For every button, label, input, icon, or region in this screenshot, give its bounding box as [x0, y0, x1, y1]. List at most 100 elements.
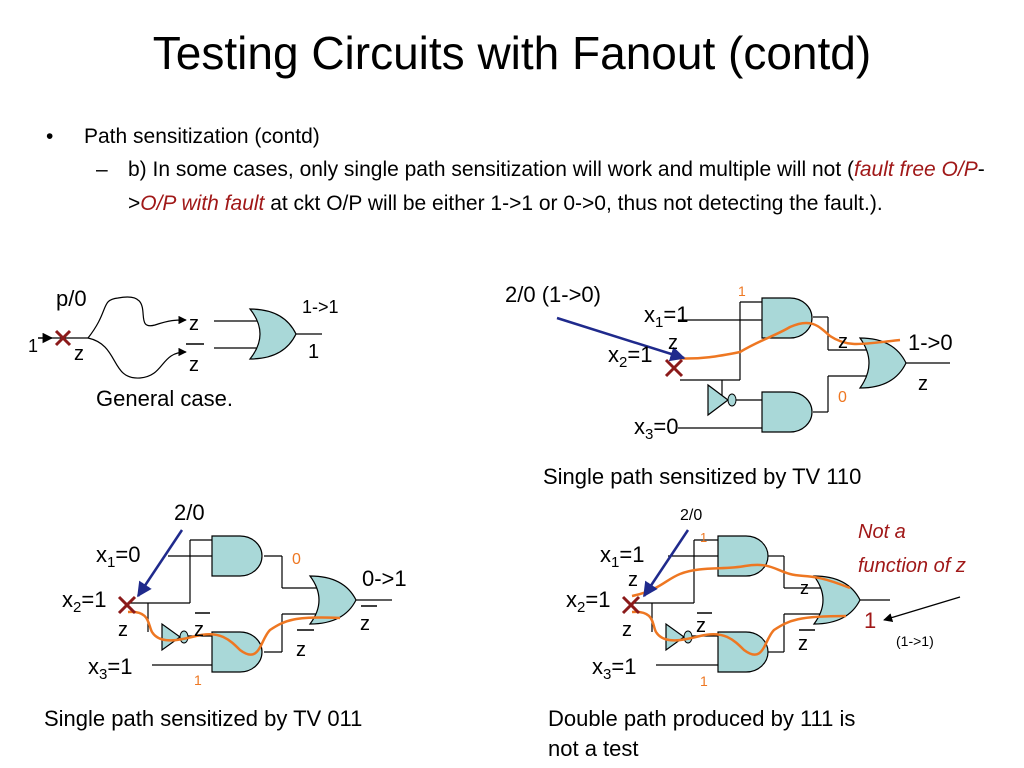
- or-gate-icon: [248, 308, 297, 360]
- tv011-x1: x: [96, 542, 107, 567]
- tv011-zbar-out: z: [360, 613, 370, 635]
- general-branch-bottom: [87, 337, 187, 379]
- tv111-z-in: z: [628, 569, 638, 591]
- fault-pointer-arrow: [136, 529, 184, 598]
- tv011-zbar-inv: z: [194, 619, 204, 641]
- and-gate-icon: [211, 535, 263, 577]
- tv111-caption-line2: not a test: [548, 736, 639, 761]
- bullet-list: • Path sensitization (contd) – b) In som…: [40, 120, 1000, 221]
- tv111-z-in2: z: [622, 619, 632, 641]
- bullet-level2-text-b: at ckt O/P will be either 1->1 or 0->0, …: [264, 192, 883, 215]
- general-z-label: z: [74, 343, 84, 365]
- sensitized-path: [671, 321, 901, 360]
- bullet-level2-text-a: b) In some cases, only single path sensi…: [128, 158, 854, 181]
- tv111-note-line2: function of z: [858, 555, 966, 577]
- tv110-out: 1->0: [908, 330, 953, 355]
- general-fault-label: p/0: [56, 286, 87, 311]
- tv111-note-line1: Not a: [858, 521, 906, 543]
- tv111-fault-label: 2/0: [680, 507, 702, 524]
- tv011-val-bottom: 1: [194, 672, 202, 688]
- tv011-x2-sub: 2: [73, 599, 81, 616]
- fault-x-icon: [117, 595, 137, 615]
- tv111-val-top: 1: [700, 530, 707, 545]
- tv110-x2-sub: 2: [619, 354, 627, 371]
- tv011-x1-val: =0: [115, 542, 140, 567]
- tv111-x1: x: [600, 542, 611, 567]
- tv111-x2-val: =1: [585, 587, 610, 612]
- fault-pointer-arrow: [642, 529, 690, 598]
- sensitized-path-top: [631, 563, 851, 598]
- svg-text:x3=1: x3=1: [88, 654, 132, 683]
- tv111-zbar-inv: z: [696, 615, 706, 637]
- tv110-x1-sub: 1: [655, 314, 663, 331]
- general-caption: General case.: [96, 386, 233, 411]
- and-gate-icon: [761, 297, 813, 339]
- svg-text:x2=1: x2=1: [62, 587, 106, 616]
- or-gate-icon: [858, 337, 907, 389]
- tv110-val-top: 1: [738, 283, 746, 299]
- tv011-x3-val: =1: [107, 654, 132, 679]
- tv111-x1-sub: 1: [611, 554, 619, 571]
- tv110-x3-sub: 3: [645, 426, 653, 443]
- inverter-icon: [161, 622, 182, 652]
- tv011-x3: x: [88, 654, 99, 679]
- note-arrow: [883, 596, 961, 622]
- tv111-x3: x: [592, 654, 603, 679]
- fault-x-icon: [621, 595, 641, 615]
- tv110-x3: x: [634, 414, 645, 439]
- tv011-zbar-bottom: z: [296, 639, 306, 661]
- tv011-fault-label: 2/0: [174, 500, 205, 525]
- and-gate-icon: [717, 631, 769, 673]
- svg-text:x2=1: x2=1: [566, 587, 610, 616]
- svg-text:x1=1: x1=1: [644, 302, 688, 331]
- bullet-level1: • Path sensitization (contd): [40, 120, 1000, 154]
- tv111-val-bottom: 1: [700, 673, 708, 689]
- general-out-value: 1: [308, 341, 319, 363]
- bullet-level1-text: Path sensitization (contd): [84, 125, 320, 148]
- and-gate-icon: [717, 535, 769, 577]
- tv110-x1-val: =1: [663, 302, 688, 327]
- general-case-circuit: p/0 1 z z z 1->1 1 General case.: [28, 286, 339, 411]
- tv011-x3-sub: 3: [99, 666, 107, 683]
- sensitized-path-bottom: [631, 610, 847, 656]
- svg-text:x1=1: x1=1: [600, 542, 644, 571]
- general-out-top: 1->1: [302, 297, 339, 317]
- bullet-dash-icon: –: [96, 158, 108, 181]
- tv111-x2-sub: 2: [577, 599, 585, 616]
- tv110-fault-label: 2/0 (1->0): [505, 282, 601, 307]
- tv111-note-sub: (1->1): [896, 633, 934, 649]
- tv111-x2: x: [566, 587, 577, 612]
- tv110-val-bottom: 0: [838, 389, 847, 406]
- inverter-icon: [707, 383, 729, 417]
- tv110-caption: Single path sensitized by TV 110: [543, 464, 861, 489]
- tv111-x1-val: =1: [619, 542, 644, 567]
- tv110-x2: x: [608, 342, 619, 367]
- tv110-z-mid: z: [838, 331, 848, 353]
- fault-x-icon: [664, 358, 684, 378]
- general-branch-top: [87, 296, 187, 339]
- bullet-dot-icon: •: [46, 125, 54, 148]
- slide-title: Testing Circuits with Fanout (contd): [152, 27, 872, 79]
- tv011-val-top: 0: [292, 551, 301, 568]
- general-input-value: 1: [28, 336, 38, 356]
- svg-text:x1=0: x1=0: [96, 542, 140, 571]
- tv011-x2-val: =1: [81, 587, 106, 612]
- bullet-level2-italic-a: fault free O/P: [854, 158, 978, 181]
- fault-x-icon: [54, 329, 72, 347]
- bullet-level2-italic-b: O/P with fault: [140, 192, 265, 215]
- tv110-x2-val: =1: [627, 342, 652, 367]
- bullet-level2: – b) In some cases, only single path sen…: [40, 153, 1000, 221]
- svg-text:x3=0: x3=0: [634, 414, 678, 443]
- general-z-top: z: [189, 313, 199, 335]
- inverter-icon: [665, 622, 686, 652]
- tv111-circuit: 2/0 1 x1=1 z x2=1 z x3=1 z z z 1 1 Not a…: [548, 507, 966, 761]
- fault-pointer-arrow: [556, 316, 686, 362]
- tv110-z-out: z: [918, 373, 928, 395]
- tv011-caption: Single path sensitized by TV 011: [44, 706, 362, 731]
- tv011-x1-sub: 1: [107, 554, 115, 571]
- inverter-bubble-icon: [727, 393, 737, 407]
- tv011-z-in: z: [118, 619, 128, 641]
- svg-text:x3=1: x3=1: [592, 654, 636, 683]
- tv110-x3-val: =0: [653, 414, 678, 439]
